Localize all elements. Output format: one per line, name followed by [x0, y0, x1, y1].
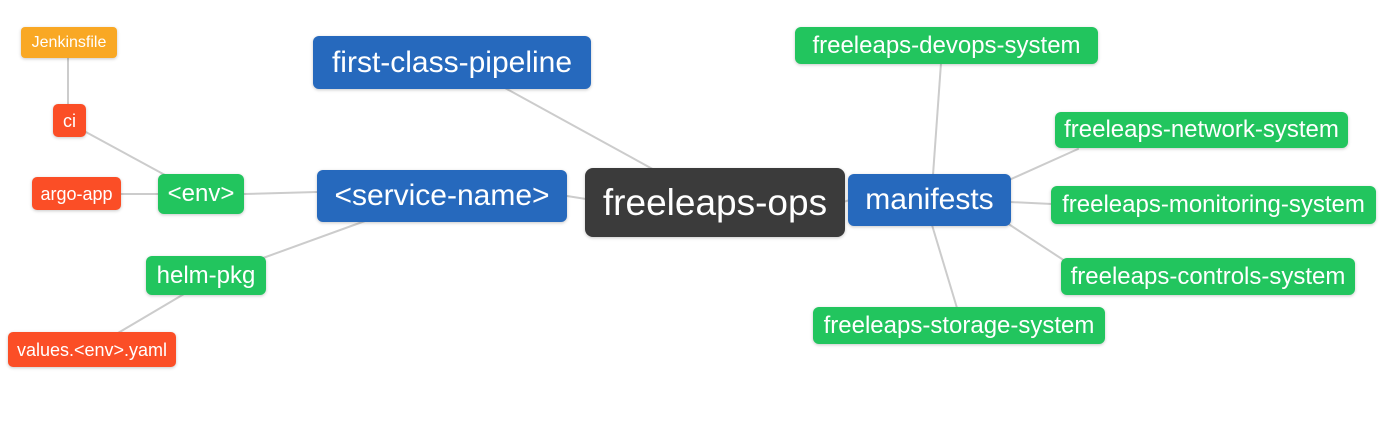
node-label: freeleaps-controls-system	[1070, 262, 1346, 290]
node-env[interactable]: <env>	[158, 174, 244, 214]
node-label: manifests	[865, 183, 994, 216]
node-label: <env>	[167, 180, 235, 207]
node-freeleaps-storage-system[interactable]: freeleaps-storage-system	[813, 307, 1105, 344]
node-freeleaps-controls-system[interactable]: freeleaps-controls-system	[1061, 258, 1355, 295]
edge-env--service-name	[243, 191, 318, 195]
node-label: freeleaps-devops-system	[812, 31, 1081, 59]
node-label: values.<env>.yaml	[16, 339, 168, 360]
edge-service-name--freeleaps-ops	[566, 195, 587, 200]
node-manifests[interactable]: manifests	[848, 174, 1011, 226]
edge-values-env-yaml--helm-pkg	[117, 293, 185, 334]
edge-manifests--freeleaps-devops-system	[932, 62, 942, 176]
node-service-name[interactable]: <service-name>	[317, 170, 567, 222]
node-jenkinsfile[interactable]: Jenkinsfile	[21, 27, 117, 58]
edge-manifests--freeleaps-network-system	[1008, 148, 1079, 181]
node-freeleaps-ops[interactable]: freeleaps-ops	[585, 168, 845, 237]
edge-manifests--freeleaps-monitoring-system	[1009, 201, 1053, 205]
node-first-class-pipeline[interactable]: first-class-pipeline	[313, 36, 591, 89]
edge-helm-pkg--service-name	[262, 220, 366, 259]
node-label: first-class-pipeline	[331, 45, 573, 79]
edge-ci--env	[83, 130, 166, 176]
edge-first-class-pipeline--freeleaps-ops	[504, 87, 659, 173]
edge-manifests--freeleaps-storage-system	[931, 224, 958, 309]
node-values-env-yaml[interactable]: values.<env>.yaml	[8, 332, 176, 367]
node-label: freeleaps-network-system	[1064, 116, 1339, 143]
node-label: freeleaps-monitoring-system	[1062, 191, 1365, 218]
node-helm-pkg[interactable]: helm-pkg	[146, 256, 266, 295]
edge-manifests--freeleaps-controls-system	[1006, 222, 1066, 262]
node-label: helm-pkg	[156, 261, 256, 289]
node-label: <service-name>	[334, 179, 550, 212]
node-label: freeleaps-storage-system	[823, 311, 1095, 339]
node-ci[interactable]: ci	[53, 104, 86, 137]
node-label: freeleaps-ops	[602, 182, 828, 223]
node-freeleaps-network-system[interactable]: freeleaps-network-system	[1055, 112, 1348, 148]
node-label: Jenkinsfile	[31, 33, 107, 51]
node-freeleaps-devops-system[interactable]: freeleaps-devops-system	[795, 27, 1098, 64]
node-freeleaps-monitoring-system[interactable]: freeleaps-monitoring-system	[1051, 186, 1376, 224]
node-argo-app[interactable]: argo-app	[32, 177, 121, 210]
node-label: argo-app	[40, 183, 113, 204]
node-label: ci	[63, 110, 76, 131]
